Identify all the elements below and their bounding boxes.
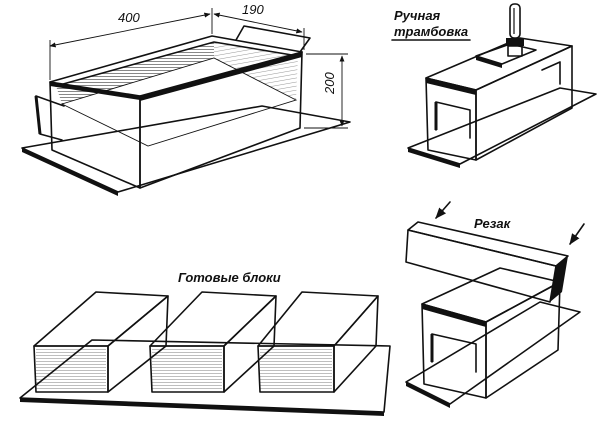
tamping-label-line2: трамбовка	[394, 24, 468, 39]
dimension-height: 200	[304, 53, 348, 129]
cutter-base-board	[405, 301, 581, 405]
cutter-arrow-right	[569, 223, 585, 245]
cutter-label: Резак	[474, 216, 512, 231]
empty-mold: 400 190 200	[21, 2, 351, 196]
dimension-length-text: 400	[118, 10, 140, 25]
mold-base-board	[21, 105, 351, 193]
dimension-width-text: 190	[242, 2, 264, 17]
block-1	[33, 291, 169, 393]
tamper-plate	[475, 43, 537, 65]
mold-box	[49, 35, 303, 189]
blocks-label: Готовые блоки	[178, 270, 281, 285]
cutter-board	[405, 221, 569, 303]
cutting-step: Резак	[405, 201, 585, 408]
tamping-label-line1: Ручная	[394, 8, 441, 23]
hand-tamping: Ручная трамбовка	[391, 3, 597, 168]
block-2	[149, 291, 277, 393]
cutter-arrow-left	[435, 201, 451, 219]
tamper-handle	[506, 3, 524, 57]
dimension-height-text: 200	[322, 72, 337, 95]
dimension-length: 400	[49, 8, 213, 80]
finished-blocks: Готовые блоки	[19, 270, 391, 416]
dimension-width: 190	[213, 2, 305, 50]
block-3	[257, 291, 379, 393]
